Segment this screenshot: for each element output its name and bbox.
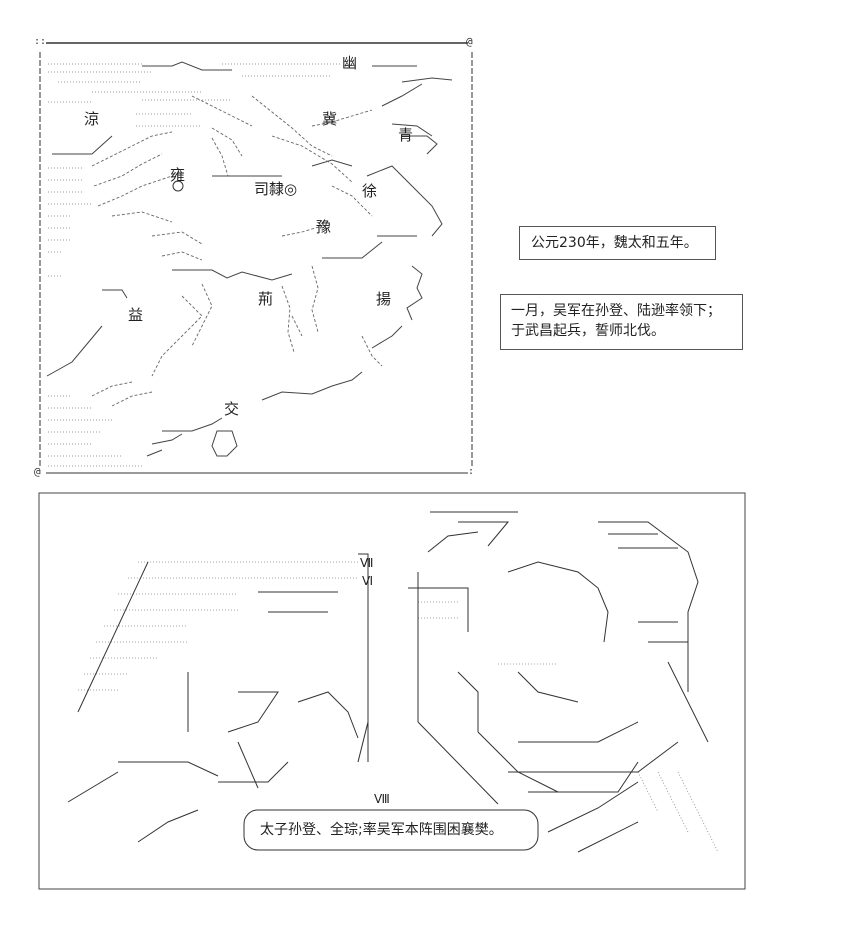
event-caption-line1: 一月，吴军在孙登、陆逊率领下； [511, 303, 721, 319]
region-yu: 豫 [316, 218, 332, 236]
scene-banner-text: 太子孙登、全琮;率吴军本阵围困襄樊。 [260, 822, 503, 838]
region-yong: 雍 [170, 166, 186, 184]
date-caption: 公元230年，魏太和五年。 [531, 235, 698, 251]
region-jing: 荊 [258, 290, 274, 308]
region-yi: 益 [128, 306, 144, 324]
map-frame [39, 42, 473, 474]
region-ji: 冀 [322, 110, 338, 128]
date-caption-box: 公元230年，魏太和五年。 [519, 226, 716, 260]
event-caption-box: 一月，吴军在孙登、陆逊率领下； 于武昌起兵，誓师北伐。 [500, 294, 743, 350]
map-corner-tr: @ [466, 35, 473, 48]
map-corner-br: : [468, 466, 475, 477]
roman-seven: Ⅶ [360, 556, 374, 570]
region-jiao: 交 [224, 400, 240, 418]
map-panel: :: @ @ : 幽 涼 冀 青 雍 司隸◎ 徐 豫 益 荊 揚 交 [32, 36, 478, 480]
region-sili: 司隸◎ [254, 180, 298, 198]
map-corner-tl: :: [34, 36, 47, 47]
scene-art [38, 492, 746, 890]
region-liang: 涼 [84, 110, 100, 128]
region-yang: 揚 [376, 290, 392, 308]
region-qing: 青 [398, 126, 414, 144]
roman-eight: Ⅷ [374, 792, 390, 806]
roman-six: Ⅵ [362, 574, 374, 588]
event-caption-line2: 于武昌起兵，誓师北伐。 [511, 323, 665, 339]
region-xu: 徐 [362, 182, 378, 200]
map-corner-bl: @ [34, 465, 41, 478]
scene-panel: Ⅶ Ⅵ Ⅷ 太子孙登、全琮;率吴军本阵围困襄樊。 [38, 492, 746, 890]
region-you: 幽 [342, 54, 358, 72]
